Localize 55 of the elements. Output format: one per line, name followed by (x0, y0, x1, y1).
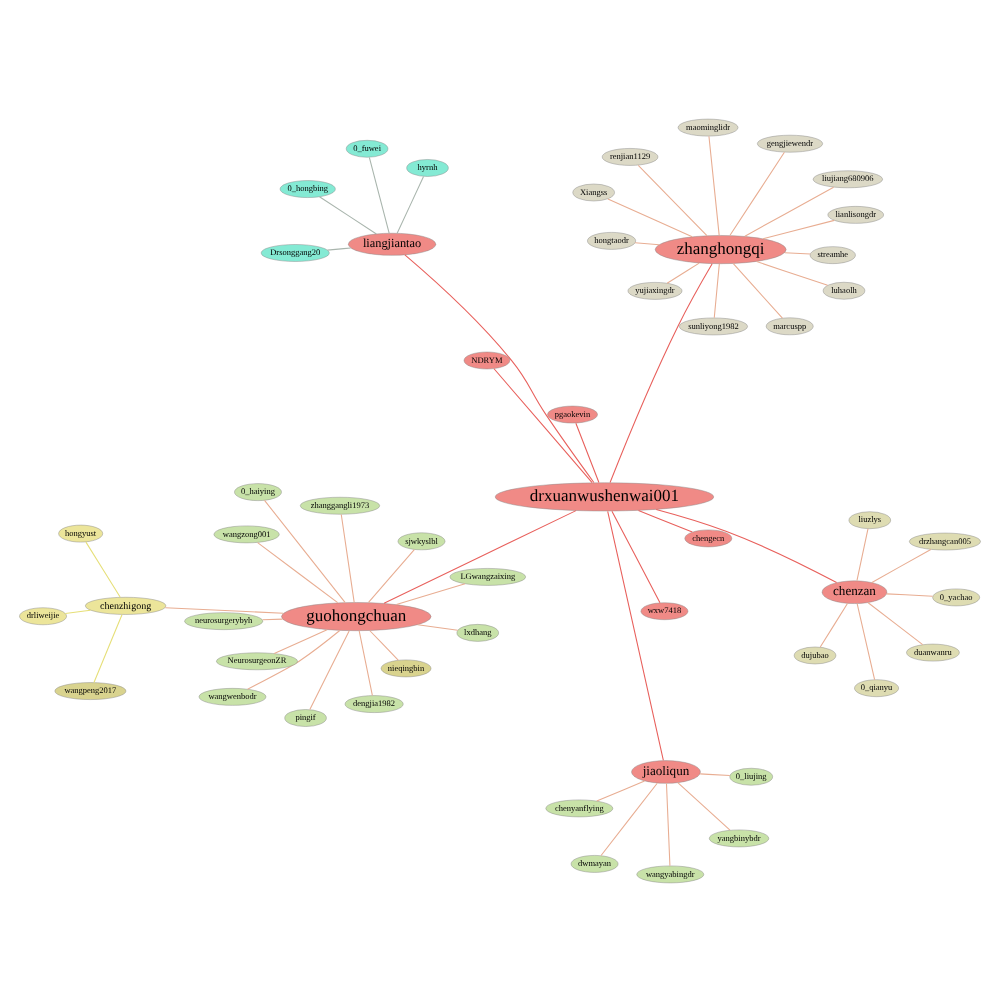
connector (404, 253, 595, 483)
connector (607, 509, 664, 760)
connector (64, 608, 92, 613)
connector (263, 498, 346, 602)
connector (665, 782, 671, 866)
connector (247, 629, 341, 689)
connector (871, 547, 932, 582)
connector (732, 262, 783, 318)
connector (273, 628, 328, 654)
connector (164, 606, 284, 613)
connector (600, 781, 658, 856)
connector (784, 251, 811, 254)
node-ellipse: guohongchuan (281, 601, 432, 630)
connector (666, 261, 700, 283)
connector (708, 134, 720, 235)
connector (609, 262, 713, 483)
connector (368, 155, 390, 233)
connector (340, 512, 355, 602)
connector (596, 779, 646, 801)
connector (886, 592, 934, 596)
connector (369, 629, 399, 660)
connector (762, 218, 835, 239)
connector (85, 540, 121, 597)
connector (856, 602, 876, 680)
connector (677, 781, 731, 830)
connector (729, 150, 785, 235)
connector (611, 509, 661, 603)
connector (326, 246, 352, 250)
node-ellipse: drxuanwushenwai001 (495, 481, 714, 511)
connector (655, 507, 838, 583)
connector (699, 772, 731, 776)
connector (637, 508, 693, 532)
connector (257, 541, 339, 603)
connector (744, 185, 835, 236)
connector (867, 601, 924, 645)
connector (93, 613, 123, 682)
connector (607, 197, 693, 237)
connector (309, 629, 350, 709)
connector (368, 548, 415, 602)
connector (819, 602, 848, 647)
connector (493, 367, 593, 483)
connector (856, 527, 869, 581)
connector (261, 617, 284, 620)
connector (756, 260, 829, 285)
connector (713, 262, 720, 318)
connector (417, 623, 459, 630)
connector (395, 582, 466, 604)
connector (318, 195, 377, 234)
node-ellipse: zhanghongqi (654, 234, 787, 263)
connector (358, 629, 373, 695)
connector (634, 241, 660, 245)
connector (637, 163, 708, 236)
connector (383, 509, 577, 603)
connector (396, 175, 425, 233)
connector (575, 421, 600, 483)
